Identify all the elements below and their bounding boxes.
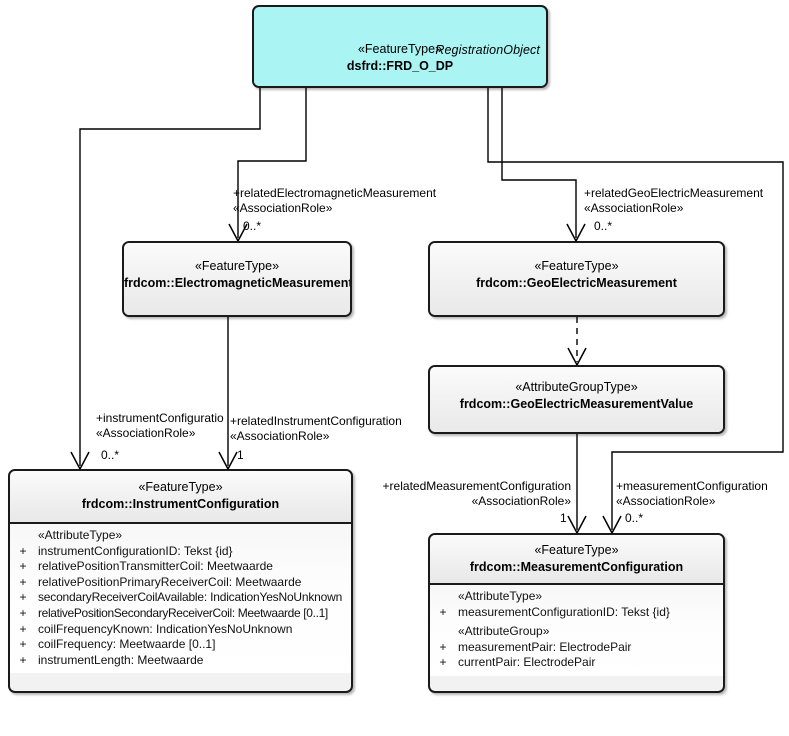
association-label-measurement-configuration: +measurementConfiguration «AssociationRo… xyxy=(616,479,768,509)
association-stereotype: «AssociationRole» xyxy=(96,426,196,440)
visibility-marker: + xyxy=(19,543,27,558)
class-stereotype: «FeatureType» xyxy=(194,259,280,273)
attribute-text: instrumentConfigurationID: Tekst {id} xyxy=(38,543,233,558)
class-stereotype: «FeatureType» xyxy=(534,259,619,273)
association-role-name: +relatedElectromagneticMeasurement xyxy=(233,186,437,200)
association-stereotype: «AssociationRole» xyxy=(233,201,333,215)
class-name: dsfrd::FRD_O_DP xyxy=(346,59,454,73)
attribute-text: secondaryReceiverCoilAvailable: Indicati… xyxy=(38,590,343,605)
association-label-related-electromagnetic-measurement: +relatedElectromagneticMeasurement «Asso… xyxy=(233,186,436,216)
class-box-geoelectric-measurement[interactable]: «FeatureType» frdcom::GeoElectricMeasure… xyxy=(428,241,725,317)
attribute-row[interactable]: + relativePositionTransmitterCoil: Meetw… xyxy=(10,559,351,575)
attribute-text: measurementConfigurationID: Tekst {id} xyxy=(458,604,670,619)
attribute-row[interactable]: + coilFrequencyKnown: IndicationYesNoUnk… xyxy=(10,622,351,638)
registration-object-label: RegistrationObject xyxy=(435,43,540,57)
attribute-text: coilFrequency: Meetwaarde [0..1] xyxy=(38,637,216,652)
association-label-instrument-configuration: +instrumentConfiguratio «AssociationRole… xyxy=(96,411,224,441)
class-box-instrument-configuration[interactable]: «FeatureType» frdcom::InstrumentConfigur… xyxy=(8,469,353,693)
class-name: frdcom::GeoElectricMeasurement xyxy=(476,276,677,290)
visibility-marker: + xyxy=(19,637,27,652)
visibility-marker: + xyxy=(439,639,447,654)
class-header-geoelectric-measurement: «FeatureType» frdcom::GeoElectricMeasure… xyxy=(430,243,723,315)
attribute-row[interactable]: + relativePositionSecondaryReceiverCoil:… xyxy=(10,606,351,622)
visibility-marker: + xyxy=(19,559,27,574)
attribute-row[interactable]: + instrumentLength: Meetwaarde xyxy=(10,653,351,669)
attribute-text: instrumentLength: Meetwaarde xyxy=(38,652,204,667)
association-role-name: +measurementConfiguration xyxy=(616,479,768,493)
multiplicity-instrument-configuration: 0..* xyxy=(101,448,120,462)
association-label-related-measurement-configuration: +relatedMeasurementConfiguration «Associ… xyxy=(337,479,571,509)
visibility-marker: + xyxy=(439,604,447,619)
attribute-text: relativePositionSecondaryReceiverCoil: M… xyxy=(38,605,328,620)
class-name: frdcom::ElectromagneticMeasurement xyxy=(124,276,352,290)
class-box-measurement-configuration[interactable]: «FeatureType» frdcom::MeasurementConfigu… xyxy=(428,533,725,693)
attributes-compartment: «AttributeType» + measurementConfigurati… xyxy=(430,583,723,676)
attribute-row[interactable]: + secondaryReceiverCoilAvailable: Indica… xyxy=(10,590,351,606)
multiplicity-measurement-configuration: 0..* xyxy=(625,511,644,525)
attribute-row[interactable]: + instrumentConfigurationID: Tekst {id} xyxy=(10,544,351,560)
visibility-marker: + xyxy=(19,652,27,667)
association-role-name: +instrumentConfiguratio xyxy=(96,411,224,425)
class-header-measurement-configuration: «FeatureType» frdcom::MeasurementConfigu… xyxy=(430,535,723,583)
association-stereotype: «AssociationRole» xyxy=(230,429,330,443)
attribute-row[interactable]: + relativePositionPrimaryReceiverCoil: M… xyxy=(10,575,351,591)
class-header-electromagnetic-measurement: «FeatureType» frdcom::ElectromagneticMea… xyxy=(124,243,352,315)
arrowhead-measurementconfiguration-left xyxy=(567,515,587,535)
attribute-group-label-row: «AttributeType» xyxy=(430,589,723,605)
association-stereotype: «AssociationRole» xyxy=(584,201,684,215)
multiplicity-related-electromagnetic-measurement: 0..* xyxy=(243,219,262,233)
class-box-geoelectric-measurement-value[interactable]: «AttributeGroupType» frdcom::GeoElectric… xyxy=(428,365,725,434)
class-name: frdcom::GeoElectricMeasurementValue xyxy=(459,397,694,411)
attribute-group-label-row: «AttributeType» xyxy=(10,528,351,544)
attribute-text: relativePositionTransmitterCoil: Meetwaa… xyxy=(38,559,273,574)
multiplicity-related-geoelectric-measurement: 0..* xyxy=(594,219,613,233)
class-name: frdcom::InstrumentConfiguration xyxy=(81,497,280,511)
class-stereotype: «FeatureType» xyxy=(138,480,223,494)
class-header-frd-o-dp: RegistrationObject «FeatureType» dsfrd::… xyxy=(254,41,546,86)
arrowhead-geoelectricmeasurementvalue xyxy=(567,347,587,367)
attribute-text: measurementPair: ElectrodePair xyxy=(458,639,632,654)
class-header-geoelectric-measurement-value: «AttributeGroupType» frdcom::GeoElectric… xyxy=(430,367,723,432)
attribute-group-label: «AttributeType» xyxy=(458,589,543,603)
attribute-text: relativePositionPrimaryReceiverCoil: Mee… xyxy=(38,574,302,589)
class-stereotype: «FeatureType» xyxy=(357,42,443,56)
attributes-compartment: «AttributeType» + instrumentConfiguratio… xyxy=(10,522,351,674)
visibility-marker: + xyxy=(19,574,27,589)
class-box-frd-o-dp[interactable]: RegistrationObject «FeatureType» dsfrd::… xyxy=(252,5,548,88)
association-stereotype: «AssociationRole» xyxy=(616,494,716,508)
arrowhead-instrumentconfiguration-right xyxy=(218,451,238,471)
visibility-marker: + xyxy=(439,655,447,670)
attribute-group-label-row: «AttributeGroup» xyxy=(430,624,723,640)
association-label-related-geoelectric-measurement: +relatedGeoElectricMeasurement «Associat… xyxy=(584,186,763,216)
multiplicity-related-measurement-configuration: 1 xyxy=(560,511,567,525)
class-box-electromagnetic-measurement[interactable]: «FeatureType» frdcom::ElectromagneticMea… xyxy=(122,241,352,317)
edge-root-to-geoelectricmeasurement xyxy=(501,88,577,238)
association-role-name: +relatedMeasurementConfiguration xyxy=(382,479,571,493)
association-stereotype: «AssociationRole» xyxy=(471,494,571,508)
attribute-text: coilFrequencyKnown: IndicationYesNoUnkno… xyxy=(38,621,293,636)
attribute-row[interactable]: + measurementPair: ElectrodePair xyxy=(430,640,723,656)
association-label-related-instrument-configuration: +relatedInstrumentConfiguration «Associa… xyxy=(230,414,402,444)
association-role-name: +relatedInstrumentConfiguration xyxy=(230,414,402,428)
attribute-group-label: «AttributeType» xyxy=(38,528,123,542)
attribute-row[interactable]: + currentPair: ElectrodePair xyxy=(430,655,723,671)
arrowhead-geoelectricmeasurement xyxy=(566,223,586,243)
class-header-instrument-configuration: «FeatureType» frdcom::InstrumentConfigur… xyxy=(10,471,351,522)
association-role-name: +relatedGeoElectricMeasurement xyxy=(584,186,764,200)
arrowhead-instrumentconfiguration-left xyxy=(70,451,90,471)
attribute-row[interactable]: + measurementConfigurationID: Tekst {id} xyxy=(430,605,723,621)
attribute-group-label: «AttributeGroup» xyxy=(458,624,550,639)
class-stereotype: «AttributeGroupType» xyxy=(515,380,638,394)
visibility-marker: + xyxy=(19,605,27,620)
visibility-marker: + xyxy=(19,590,27,605)
multiplicity-related-instrument-configuration: 1 xyxy=(237,448,244,462)
visibility-marker: + xyxy=(19,621,27,636)
arrowhead-measurementconfiguration-right xyxy=(602,515,622,535)
attribute-row[interactable]: + coilFrequency: Meetwaarde [0..1] xyxy=(10,637,351,653)
class-name: frdcom::MeasurementConfiguration xyxy=(469,560,684,574)
attribute-text: currentPair: ElectrodePair xyxy=(458,655,596,670)
class-stereotype: «FeatureType» xyxy=(534,543,619,557)
